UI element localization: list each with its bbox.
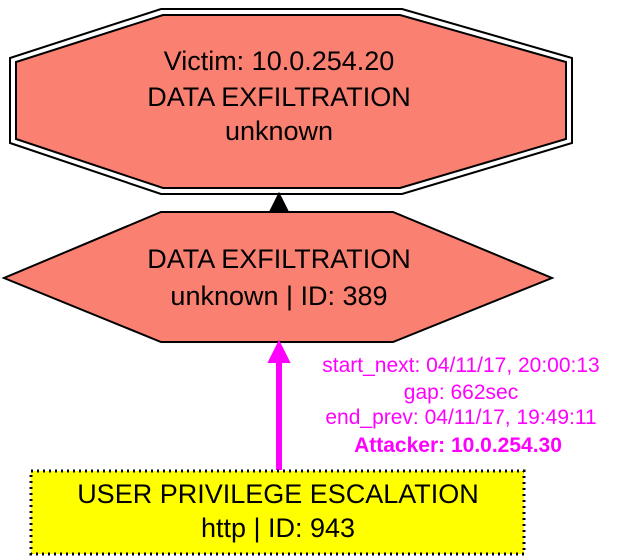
- victim-node-shape: [15, 14, 567, 189]
- victim-service: unknown: [225, 116, 333, 146]
- exfil-attack-type: DATA EXFILTRATION: [147, 244, 411, 274]
- edge-exfil-to-victim-arrowhead: [269, 191, 289, 211]
- edge-start-next-label: start_next: 04/11/17, 20:00:13: [322, 354, 599, 377]
- victim-label: Victim: 10.0.254.20: [164, 46, 395, 76]
- edge-escalation-to-exfil: start_next: 04/11/17, 20:00:13 gap: 662s…: [267, 339, 600, 470]
- victim-node: Victim: 10.0.254.20 DATA EXFILTRATION un…: [9, 8, 573, 195]
- escalation-service-id: http | ID: 943: [201, 513, 355, 543]
- exfil-node: DATA EXFILTRATION unknown | ID: 389: [1, 211, 555, 343]
- edge-gap-label: gap: 662sec: [404, 381, 518, 404]
- victim-node-outer-border: [9, 8, 573, 195]
- edge-attacker-label: Attacker: 10.0.254.30: [354, 434, 562, 457]
- edge-exfil-to-victim: [269, 191, 289, 212]
- victim-attack-type: DATA EXFILTRATION: [147, 82, 411, 112]
- escalation-attack-type: USER PRIVILEGE ESCALATION: [77, 479, 479, 509]
- exfil-service-id: unknown | ID: 389: [170, 281, 387, 311]
- edge-end-prev-label: end_prev: 04/11/17, 19:49:11: [325, 406, 596, 429]
- escalation-node-shape: [29, 469, 526, 556]
- exfil-node-shape: [1, 211, 555, 343]
- escalation-node: USER PRIVILEGE ESCALATION http | ID: 943: [29, 469, 526, 556]
- edge-escalation-to-exfil-arrowhead: [267, 339, 291, 363]
